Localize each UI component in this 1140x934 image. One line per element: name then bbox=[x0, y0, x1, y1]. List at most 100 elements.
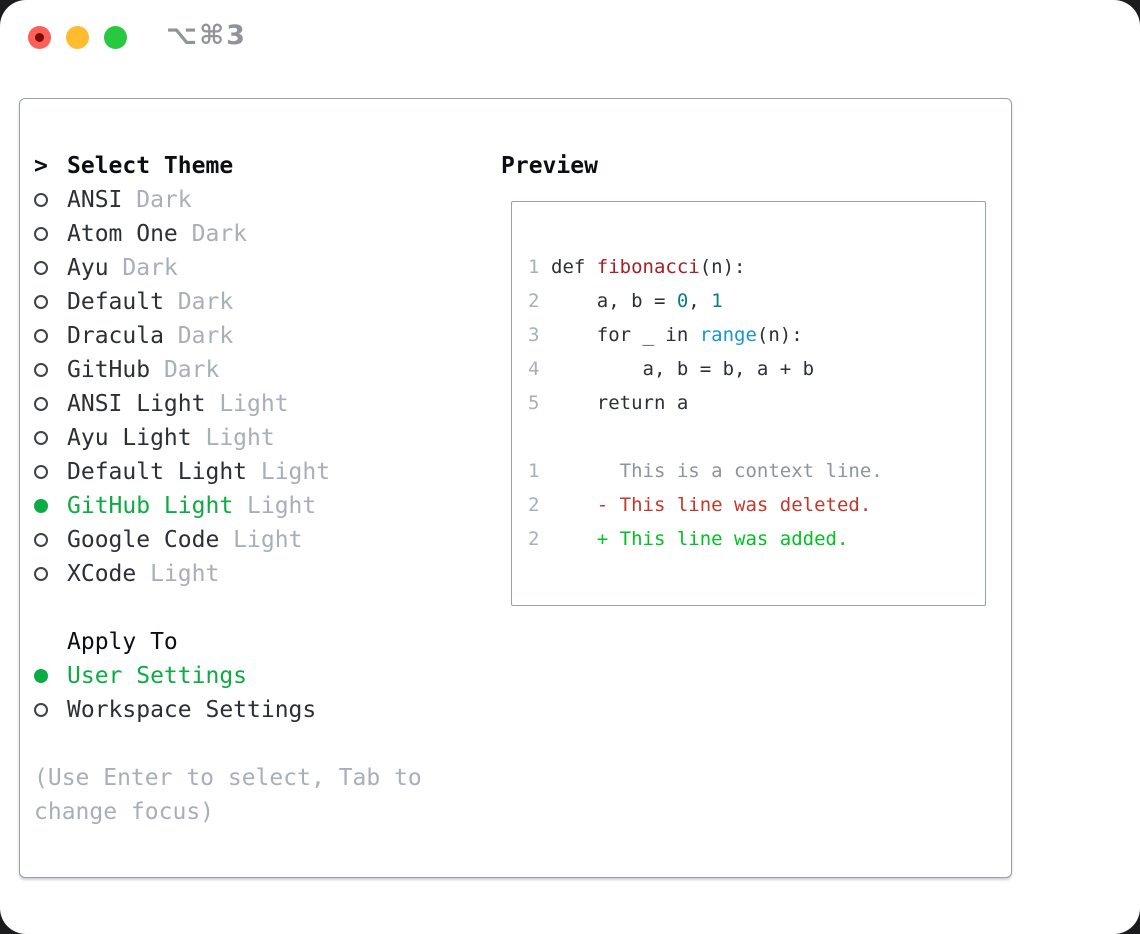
line-content: a, b = b, a + b bbox=[551, 352, 815, 386]
line-content: + This line was added. bbox=[551, 522, 849, 556]
theme-item-ayu[interactable]: Ayu Dark bbox=[34, 251, 422, 285]
theme-item-github-light[interactable]: GitHub Light Light bbox=[34, 489, 422, 523]
theme-variant-label: Light bbox=[247, 459, 331, 485]
radio-unselected-icon bbox=[34, 363, 48, 377]
theme-variant-label: Light bbox=[191, 425, 275, 451]
radio-unselected-icon bbox=[34, 431, 48, 445]
line-content: return a bbox=[551, 386, 689, 420]
code-segment: (n): bbox=[756, 324, 803, 346]
window-title: ⌥⌘3 bbox=[166, 20, 247, 51]
code-segment: , bbox=[688, 290, 712, 312]
line-number bbox=[528, 420, 540, 454]
radio-cell bbox=[34, 431, 52, 445]
radio-cell bbox=[34, 397, 52, 411]
radio-unselected-icon bbox=[34, 533, 48, 547]
code-segment: return a bbox=[551, 392, 689, 414]
apply-option-workspace-settings[interactable]: Workspace Settings bbox=[34, 693, 422, 727]
radio-cell bbox=[34, 261, 52, 275]
theme-item-ayu-light[interactable]: Ayu Light Light bbox=[34, 421, 422, 455]
line-number: 1 bbox=[528, 256, 540, 278]
preview-code-line: 2 a, b = 0, 1 bbox=[528, 284, 985, 318]
preview-diff-added-line: 2 + This line was added. bbox=[528, 522, 985, 556]
line-number: 3 bbox=[528, 324, 540, 346]
minimize-button[interactable] bbox=[66, 26, 89, 49]
theme-name: GitHub bbox=[67, 357, 151, 383]
apply-option-label: User Settings bbox=[67, 663, 248, 689]
radio-unselected-icon bbox=[34, 397, 48, 411]
preview-diff-context-line: 1 This is a context line. bbox=[528, 454, 985, 488]
radio-unselected-icon bbox=[34, 567, 48, 581]
theme-variant-label: Dark bbox=[163, 289, 234, 315]
radio-cell bbox=[34, 567, 52, 581]
spacer bbox=[34, 727, 422, 761]
theme-variant-label: Dark bbox=[108, 255, 178, 281]
code-segment: (n): bbox=[699, 256, 746, 278]
preview-code-line: 3 for _ in range(n): bbox=[528, 318, 985, 352]
radio-cell bbox=[34, 465, 52, 479]
code-segment: This is a context line. bbox=[551, 460, 883, 482]
select-theme-title: Select Theme bbox=[67, 153, 234, 179]
apply-option-user-settings[interactable]: User Settings bbox=[34, 659, 422, 693]
radio-selected-icon bbox=[34, 499, 48, 513]
code-segment: 1 bbox=[711, 290, 723, 312]
code-segment: fibonacci bbox=[596, 256, 700, 278]
theme-variant-label: Light bbox=[205, 391, 289, 417]
hint-line-2: change focus) bbox=[34, 799, 215, 825]
radio-unselected-icon bbox=[34, 465, 48, 479]
theme-item-ansi-light[interactable]: ANSI Light Light bbox=[34, 387, 422, 421]
code-segment: - This line was deleted. bbox=[551, 494, 872, 516]
theme-variant-label: Dark bbox=[150, 357, 220, 383]
line-number: 2 bbox=[528, 290, 540, 312]
code-segment: range bbox=[699, 324, 757, 346]
line-content: This is a context line. bbox=[551, 454, 883, 488]
theme-name: Default Light bbox=[67, 459, 248, 485]
radio-cell bbox=[34, 669, 52, 683]
theme-name: Atom One bbox=[67, 221, 178, 247]
theme-item-google-code[interactable]: Google Code Light bbox=[34, 523, 422, 557]
line-content: for _ in range(n): bbox=[551, 318, 803, 352]
theme-item-dracula[interactable]: Dracula Dark bbox=[34, 319, 422, 353]
hint-text: (Use Enter to select, Tab to change focu… bbox=[34, 761, 422, 829]
line-number: 1 bbox=[528, 460, 540, 482]
theme-item-ansi[interactable]: ANSI Dark bbox=[34, 183, 422, 217]
theme-name: GitHub Light bbox=[67, 493, 234, 519]
zoom-button[interactable] bbox=[104, 26, 127, 49]
line-content: def fibonacci(n): bbox=[551, 250, 745, 284]
code-segment: for _ in bbox=[551, 324, 700, 346]
preview-code-line: 1 def fibonacci(n): bbox=[528, 250, 985, 284]
apply-option-label: Workspace Settings bbox=[67, 697, 317, 723]
theme-name: ANSI Light bbox=[67, 391, 206, 417]
preview-code-line: 4 a, b = b, a + b bbox=[528, 352, 985, 386]
apply-to-header: Apply To bbox=[67, 629, 178, 655]
theme-variant-label: Dark bbox=[163, 323, 234, 349]
code-segment: a, b = b, a + b bbox=[551, 358, 815, 380]
code-segment: def bbox=[551, 256, 597, 278]
code-segment: a, b = bbox=[551, 290, 677, 312]
radio-cell bbox=[34, 363, 52, 377]
radio-cell bbox=[34, 533, 52, 547]
line-content: - This line was deleted. bbox=[551, 488, 872, 522]
theme-name: Dracula bbox=[67, 323, 164, 349]
hint-line-1: (Use Enter to select, Tab to bbox=[34, 765, 422, 791]
theme-item-atom-one[interactable]: Atom One Dark bbox=[34, 217, 422, 251]
theme-variant-label: Light bbox=[136, 561, 220, 587]
theme-name: Ayu bbox=[67, 255, 109, 281]
theme-item-xcode[interactable]: XCode Light bbox=[34, 557, 422, 591]
radio-unselected-icon bbox=[34, 295, 48, 309]
close-button[interactable] bbox=[28, 26, 51, 49]
preview-title: Preview bbox=[501, 153, 598, 179]
theme-name: XCode bbox=[67, 561, 137, 587]
radio-unselected-icon bbox=[34, 261, 48, 275]
theme-item-default[interactable]: Default Dark bbox=[34, 285, 422, 319]
radio-selected-icon bbox=[34, 669, 48, 683]
spacer bbox=[34, 591, 422, 625]
theme-item-github[interactable]: GitHub Dark bbox=[34, 353, 422, 387]
radio-cell bbox=[34, 227, 52, 241]
theme-item-default-light[interactable]: Default Light Light bbox=[34, 455, 422, 489]
radio-unselected-icon bbox=[34, 227, 48, 241]
